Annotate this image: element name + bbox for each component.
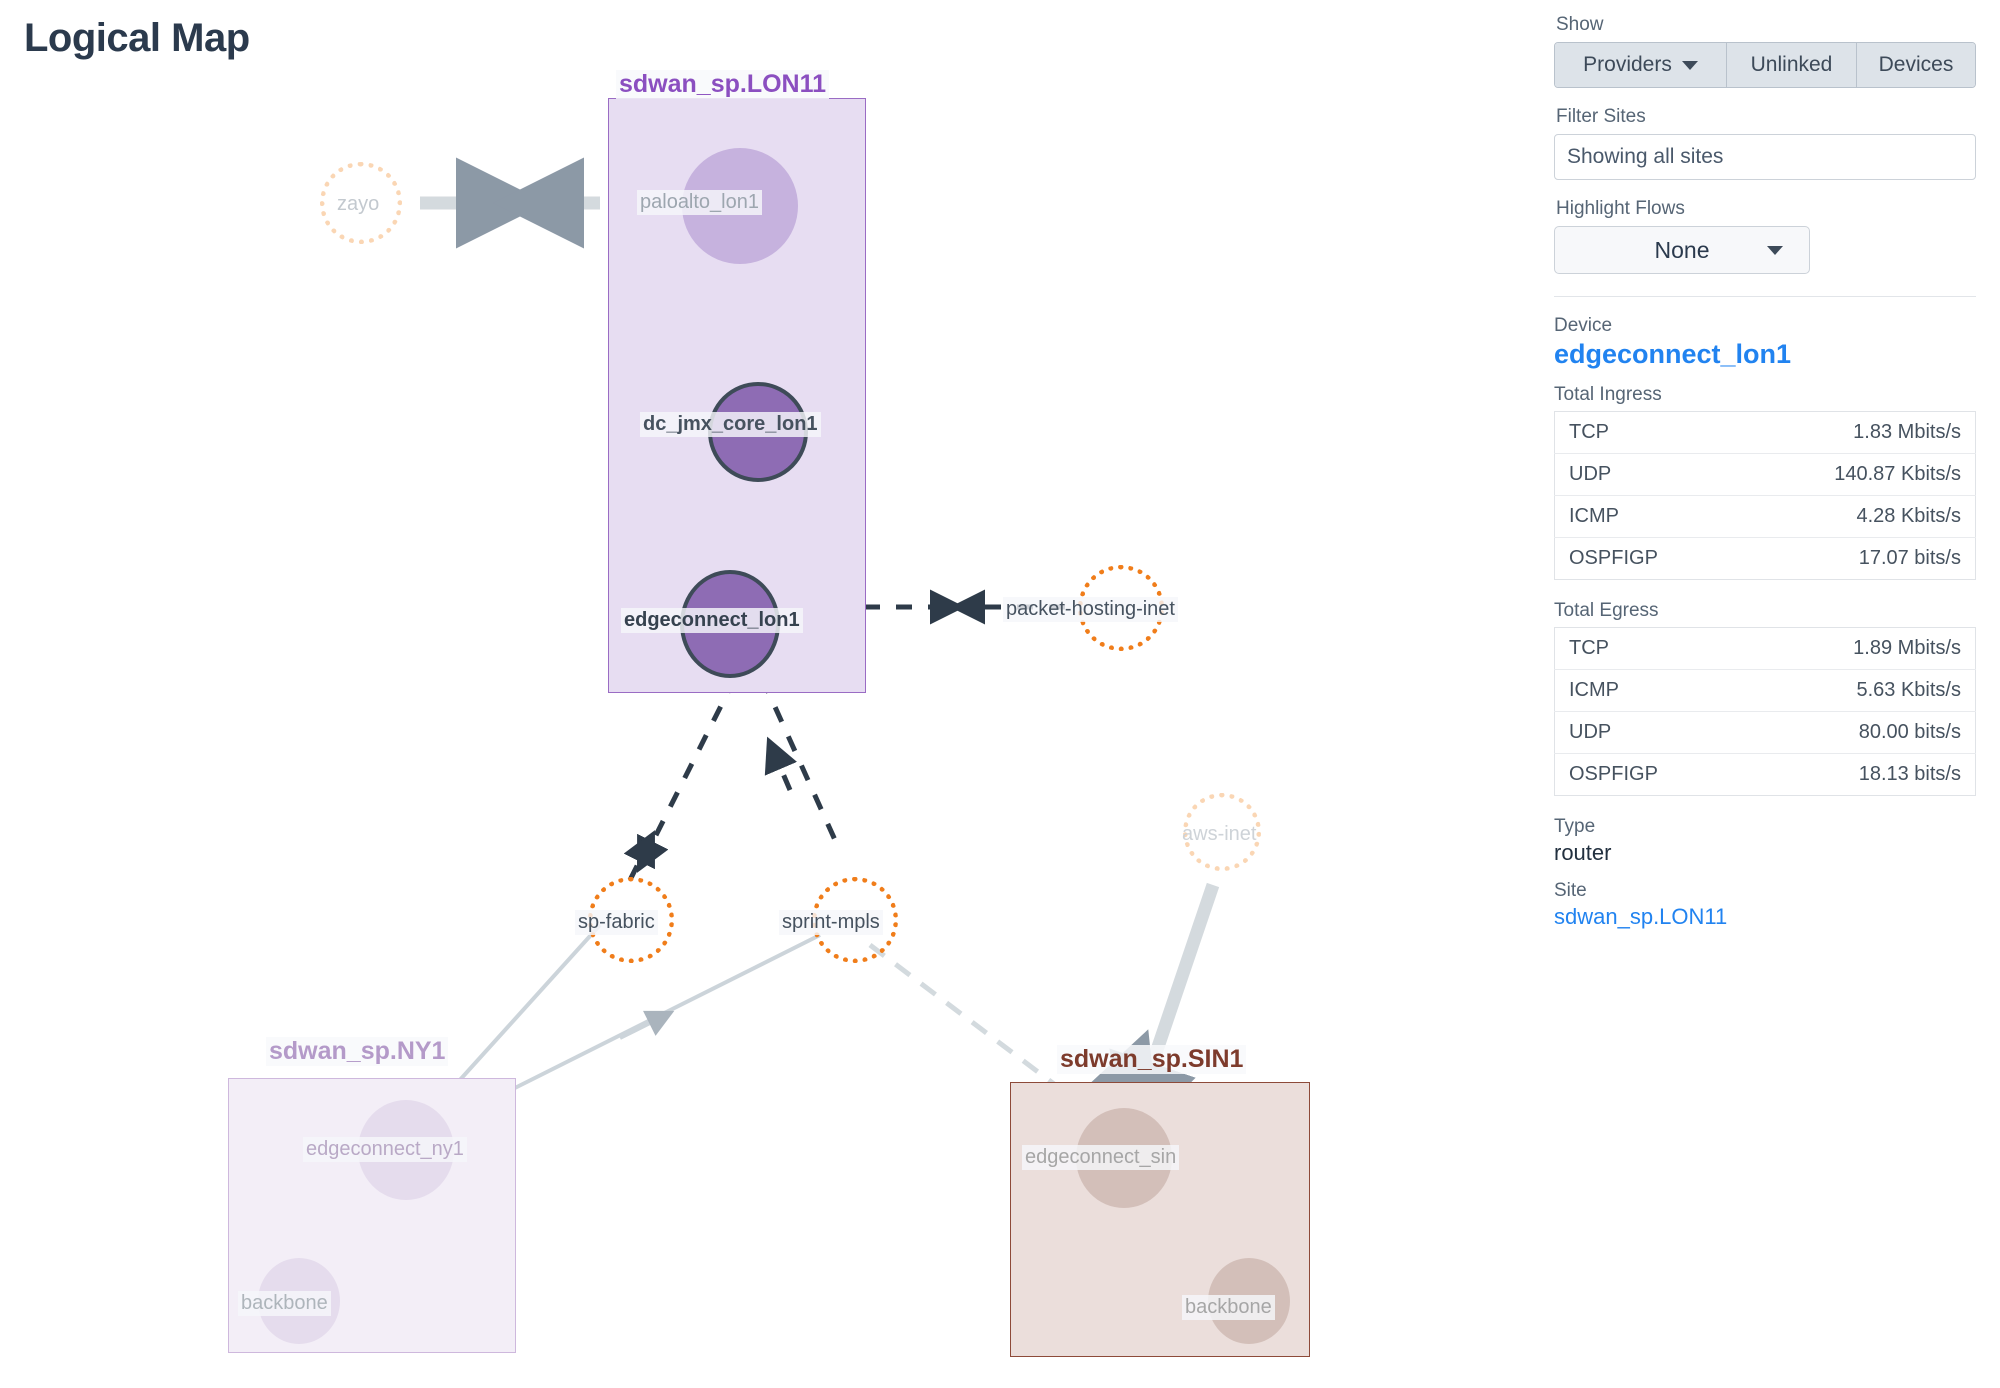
table-row: OSPFIGP 18.13 bits/s — [1555, 754, 1976, 796]
ingress-rate: 140.87 Kbits/s — [1834, 463, 1961, 485]
node-dc-jmx-core-lon1-circle — [708, 382, 808, 482]
site-label-lon11: sdwan_sp.LON11 — [616, 70, 830, 99]
edge-sprint-mpls-to-edgeconnect — [764, 736, 797, 791]
node-aws-inet-ring — [1183, 793, 1261, 871]
show-segmented-control[interactable]: Providers Unlinked Devices — [1554, 42, 1976, 88]
egress-proto: OSPFIGP — [1569, 763, 1658, 785]
total-egress-table: TCP 1.89 Mbits/s ICMP 5.63 Kbits/s UDP 8… — [1554, 627, 1976, 796]
ingress-rate: 17.07 bits/s — [1858, 547, 1961, 569]
segment-devices-label: Devices — [1878, 53, 1954, 76]
total-ingress-table: TCP 1.83 Mbits/s UDP 140.87 Kbits/s ICMP… — [1554, 411, 1976, 580]
node-packet-hosting-inet[interactable] — [1078, 565, 1164, 651]
table-row: ICMP 4.28 Kbits/s — [1554, 496, 1976, 538]
node-edgeconnect-sin[interactable] — [1076, 1108, 1172, 1208]
device-name-link[interactable]: edgeconnect_lon1 — [1554, 339, 1792, 369]
egress-proto: TCP — [1569, 637, 1609, 659]
node-edgeconnect-lon1[interactable] — [680, 570, 780, 678]
egress-proto: ICMP — [1569, 679, 1619, 701]
node-edgeconnect-ny1[interactable] — [358, 1100, 454, 1200]
table-row: UDP 80.00 bits/s — [1554, 712, 1976, 754]
node-sprint-mpls[interactable] — [812, 877, 898, 963]
chevron-down-icon — [1767, 246, 1783, 255]
node-paloalto-lon1-circle — [682, 148, 798, 264]
details-side-panel: Show Providers Unlinked Devices Filter S… — [1530, 0, 2000, 1388]
egress-rate: 80.00 bits/s — [1858, 721, 1961, 743]
table-row: TCP 1.83 Mbits/s — [1554, 412, 1976, 454]
panel-divider — [1554, 296, 1976, 297]
highlight-flows-value: None — [1654, 236, 1710, 263]
table-row: UDP 140.87 Kbits/s — [1554, 454, 1976, 496]
highlight-flows-label: Highlight Flows — [1556, 198, 1685, 219]
egress-rate: 1.89 Mbits/s — [1853, 637, 1961, 659]
node-backbone-ny1[interactable] — [258, 1258, 340, 1344]
ingress-proto: UDP — [1569, 463, 1612, 485]
edge-sp-fabric-to-edgeconnect — [623, 830, 655, 882]
node-edgeconnect-lon1-circle — [680, 570, 780, 678]
node-edgeconnect-sin-circle — [1076, 1108, 1172, 1208]
segment-unlinked[interactable]: Unlinked — [1727, 43, 1857, 87]
segment-providers[interactable]: Providers — [1555, 43, 1727, 87]
filter-sites-input[interactable] — [1554, 134, 1976, 180]
egress-proto: UDP — [1569, 721, 1612, 743]
segment-providers-label: Providers — [1583, 53, 1672, 76]
type-key-label: Type — [1554, 816, 1596, 837]
node-sprint-mpls-ring — [812, 877, 898, 963]
site-value-link[interactable]: sdwan_sp.LON11 — [1554, 904, 1728, 929]
node-zayo-ring — [320, 162, 402, 244]
node-backbone-sin[interactable] — [1208, 1258, 1290, 1344]
filter-sites-label: Filter Sites — [1556, 106, 1646, 127]
node-sp-fabric[interactable] — [588, 877, 674, 963]
ingress-proto: TCP — [1569, 421, 1609, 443]
site-label-ny1: sdwan_sp.NY1 — [266, 1037, 449, 1066]
node-backbone-sin-circle — [1208, 1258, 1290, 1344]
node-sp-fabric-ring — [588, 877, 674, 963]
total-ingress-label: Total Ingress — [1554, 384, 1662, 405]
edge-edgeconnect-to-sprint-mpls — [759, 676, 838, 842]
type-value: router — [1554, 840, 1612, 865]
page-title: Logical Map — [24, 16, 250, 60]
segment-devices[interactable]: Devices — [1857, 43, 1975, 87]
egress-rate: 5.63 Kbits/s — [1856, 679, 1961, 701]
node-dc-jmx-core-lon1[interactable] — [708, 382, 808, 482]
egress-rate: 18.13 bits/s — [1858, 763, 1961, 785]
site-label-sin1: sdwan_sp.SIN1 — [1057, 1045, 1247, 1074]
segment-unlinked-label: Unlinked — [1750, 53, 1833, 76]
ingress-rate: 1.83 Mbits/s — [1853, 421, 1961, 443]
highlight-flows-select[interactable]: None — [1554, 226, 1810, 274]
node-aws-inet[interactable] — [1183, 793, 1261, 871]
node-zayo[interactable] — [320, 162, 402, 244]
map-canvas[interactable]: sdwan_sp.LON11 paloalto_lon1 dc_jmx_core… — [0, 0, 1530, 1388]
show-label: Show — [1556, 14, 1604, 35]
ingress-proto: OSPFIGP — [1569, 547, 1658, 569]
device-key-label: Device — [1554, 315, 1613, 336]
chevron-down-icon — [1681, 60, 1698, 70]
table-row: OSPFIGP 17.07 bits/s — [1555, 538, 1976, 580]
total-egress-label: Total Egress — [1554, 600, 1659, 621]
table-row: TCP 1.89 Mbits/s — [1554, 628, 1976, 670]
edge-edgeconnect-to-sp-fabric — [637, 676, 738, 873]
site-key-label: Site — [1554, 880, 1587, 901]
node-edgeconnect-ny1-circle — [358, 1100, 454, 1200]
table-row: ICMP 5.63 Kbits/s — [1554, 670, 1976, 712]
ingress-proto: ICMP — [1569, 505, 1619, 527]
edge-ny1-to-sprint-mpls — [619, 1010, 675, 1040]
node-packet-hosting-inet-ring — [1078, 565, 1164, 651]
ingress-rate: 4.28 Kbits/s — [1856, 505, 1961, 527]
node-backbone-ny1-circle — [258, 1258, 340, 1344]
node-paloalto-lon1[interactable] — [682, 148, 798, 264]
